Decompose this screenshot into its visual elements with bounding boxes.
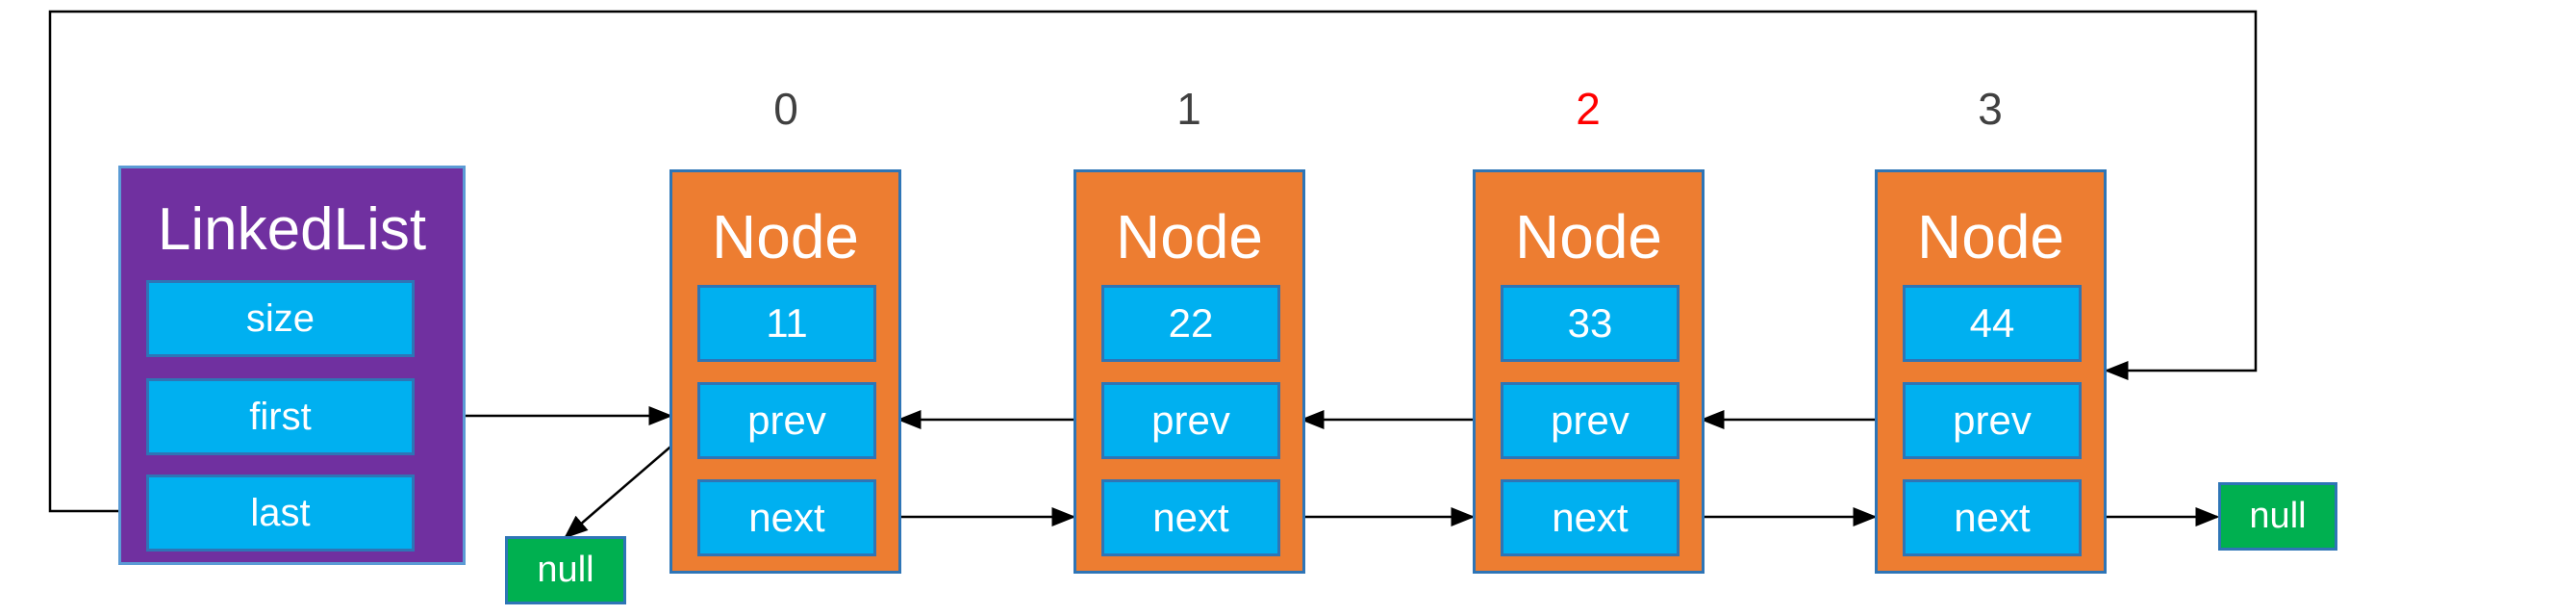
linkedlist-title: LinkedList [157, 196, 427, 263]
node-title: Node [1116, 202, 1263, 271]
null-box-prev: null [505, 536, 626, 604]
node-0: Node 11 prev next [669, 169, 901, 574]
linkedlist-box: LinkedList size first last [118, 166, 466, 565]
size-field: size [146, 280, 415, 357]
node-title: Node [1515, 202, 1662, 271]
node-index-2: 2 [1576, 84, 1601, 134]
node-next-field: next [1501, 479, 1679, 556]
node-prev-field: prev [1501, 382, 1679, 459]
node-value-field: 11 [697, 285, 876, 362]
node-prev-field: prev [1101, 382, 1280, 459]
last-field: last [146, 475, 415, 552]
node-value-field: 22 [1101, 285, 1280, 362]
node-next-field: next [697, 479, 876, 556]
node-prev-field: prev [1903, 382, 2082, 459]
node-value-field: 33 [1501, 285, 1679, 362]
first-field: first [146, 378, 415, 455]
node-index-1: 1 [1176, 84, 1201, 134]
node-index-0: 0 [773, 84, 798, 134]
node-2: Node 33 prev next [1473, 169, 1705, 574]
node-prev-field: prev [697, 382, 876, 459]
last-pointer-arrow [48, 10, 2258, 513]
node-title: Node [712, 202, 859, 271]
node-3: Node 44 prev next [1875, 169, 2107, 574]
node-1: Node 22 prev next [1073, 169, 1305, 574]
node-next-field: next [1101, 479, 1280, 556]
node-title: Node [1917, 202, 2064, 271]
node-next-field: next [1903, 479, 2082, 556]
null-box-next: null [2218, 482, 2337, 551]
node-index-3: 3 [1978, 84, 2003, 134]
node-value-field: 44 [1903, 285, 2082, 362]
